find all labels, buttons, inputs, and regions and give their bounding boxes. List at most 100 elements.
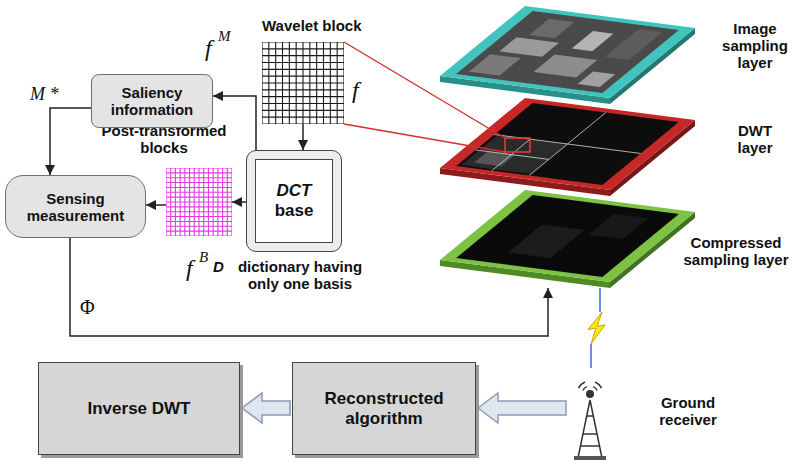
connector-line	[232, 201, 246, 203]
image-detail	[500, 37, 560, 57]
grid-line	[262, 103, 344, 104]
image-detail	[578, 72, 615, 87]
grid-line	[330, 42, 331, 124]
symbol: f	[352, 76, 359, 104]
flow-arrow	[303, 124, 304, 150]
antenna-mast	[578, 400, 602, 458]
antenna-brace	[586, 415, 594, 417]
grid-line	[166, 231, 232, 232]
flow-arrow	[146, 205, 166, 206]
connector-line	[146, 204, 166, 206]
subband	[461, 135, 567, 174]
layer-image	[456, 103, 679, 185]
image-detail	[529, 19, 574, 38]
wavelet-block-grid: Wavelet block	[262, 42, 344, 124]
symbol: D	[213, 258, 224, 275]
node-label: DCT	[277, 181, 312, 201]
superscript: B	[199, 249, 208, 266]
subband-line	[492, 139, 530, 171]
flow-arrow	[242, 393, 290, 423]
layer-frame	[440, 6, 695, 98]
wireless-link	[588, 288, 605, 368]
layer-plane	[440, 98, 696, 196]
grid-line	[262, 96, 344, 97]
image-detail	[469, 54, 521, 75]
layer-image	[456, 11, 679, 93]
node-label: base	[275, 201, 314, 221]
node-label: Sensing measurement	[12, 190, 139, 224]
connector-line	[50, 108, 91, 175]
layer-plane	[440, 190, 696, 288]
antenna-brace	[581, 445, 599, 447]
grid-line	[262, 89, 344, 90]
layer-frame	[440, 190, 695, 282]
layer-plane	[440, 6, 696, 104]
node-label: Reconstructed algorithm	[299, 389, 469, 429]
antenna-icon	[568, 368, 628, 462]
grid-line	[343, 42, 344, 124]
node-heading: DWT layer	[725, 122, 785, 156]
node-heading: Image sampling layer	[712, 20, 798, 71]
process-box: Inverse DWT	[38, 362, 240, 455]
layer-frame	[440, 98, 695, 190]
image-detail	[508, 225, 585, 259]
dct-base-box: DCTbase	[246, 150, 342, 252]
post-transformed-grid: Post-transformed blocks	[166, 168, 232, 236]
grid-line	[337, 42, 338, 124]
zoom-line	[344, 124, 505, 152]
signal-arc	[578, 382, 585, 388]
symbol: f	[186, 254, 193, 282]
node-heading: Ground receiver	[634, 394, 742, 428]
grid-line	[166, 235, 232, 236]
signal-arc	[593, 387, 597, 391]
ground-receiver: Ground receiver	[568, 368, 744, 462]
layer-image	[456, 195, 679, 277]
compressed-layer: Compressed sampling layer	[440, 190, 800, 288]
antenna-brace	[583, 433, 597, 435]
antenna-head	[586, 390, 594, 398]
block-grid	[166, 168, 232, 236]
hollow-arrow	[242, 393, 290, 423]
hollow-arrow	[478, 393, 566, 423]
grid-line	[231, 168, 232, 236]
node-label: Saliency information	[98, 84, 206, 118]
grid-line	[262, 110, 344, 111]
flow-arrow	[232, 202, 246, 203]
image-detail	[589, 214, 649, 239]
image-detail	[605, 29, 663, 60]
grid-line	[316, 42, 317, 124]
subband-line	[529, 113, 606, 176]
signal-arc	[595, 382, 602, 388]
note: dictionary having only one basis	[227, 258, 373, 292]
grid-line	[262, 117, 344, 118]
block-grid	[262, 42, 344, 124]
image-layer: Image sampling layer	[440, 6, 800, 104]
grid-line	[227, 168, 228, 236]
symbol: f	[205, 34, 212, 62]
flow-arrow	[50, 108, 91, 175]
process-box: Reconstructed algorithm	[292, 362, 476, 455]
link-wire	[599, 288, 601, 312]
symbol: M *	[30, 84, 59, 105]
lightning-bolt	[588, 312, 605, 344]
antenna-base	[574, 456, 606, 460]
process-box: Saliency information	[91, 74, 213, 128]
link-wire	[590, 344, 592, 368]
dwt-layer: DWT layer	[440, 98, 800, 196]
grid-line	[309, 42, 310, 124]
node-heading: Wavelet block	[262, 17, 361, 34]
superscript: M	[218, 28, 231, 45]
edge-label: Φ	[78, 296, 97, 318]
subband	[474, 151, 515, 166]
image-detail	[534, 54, 598, 77]
zoom-line	[344, 42, 505, 138]
connector-line	[302, 124, 304, 150]
image-detail	[572, 31, 614, 51]
grid-line	[262, 123, 344, 124]
zoom-box	[505, 138, 530, 152]
grid-line	[166, 226, 232, 227]
grid-line	[262, 82, 344, 83]
process-box: Sensing measurement	[5, 175, 146, 238]
flow-arrow	[478, 393, 566, 423]
